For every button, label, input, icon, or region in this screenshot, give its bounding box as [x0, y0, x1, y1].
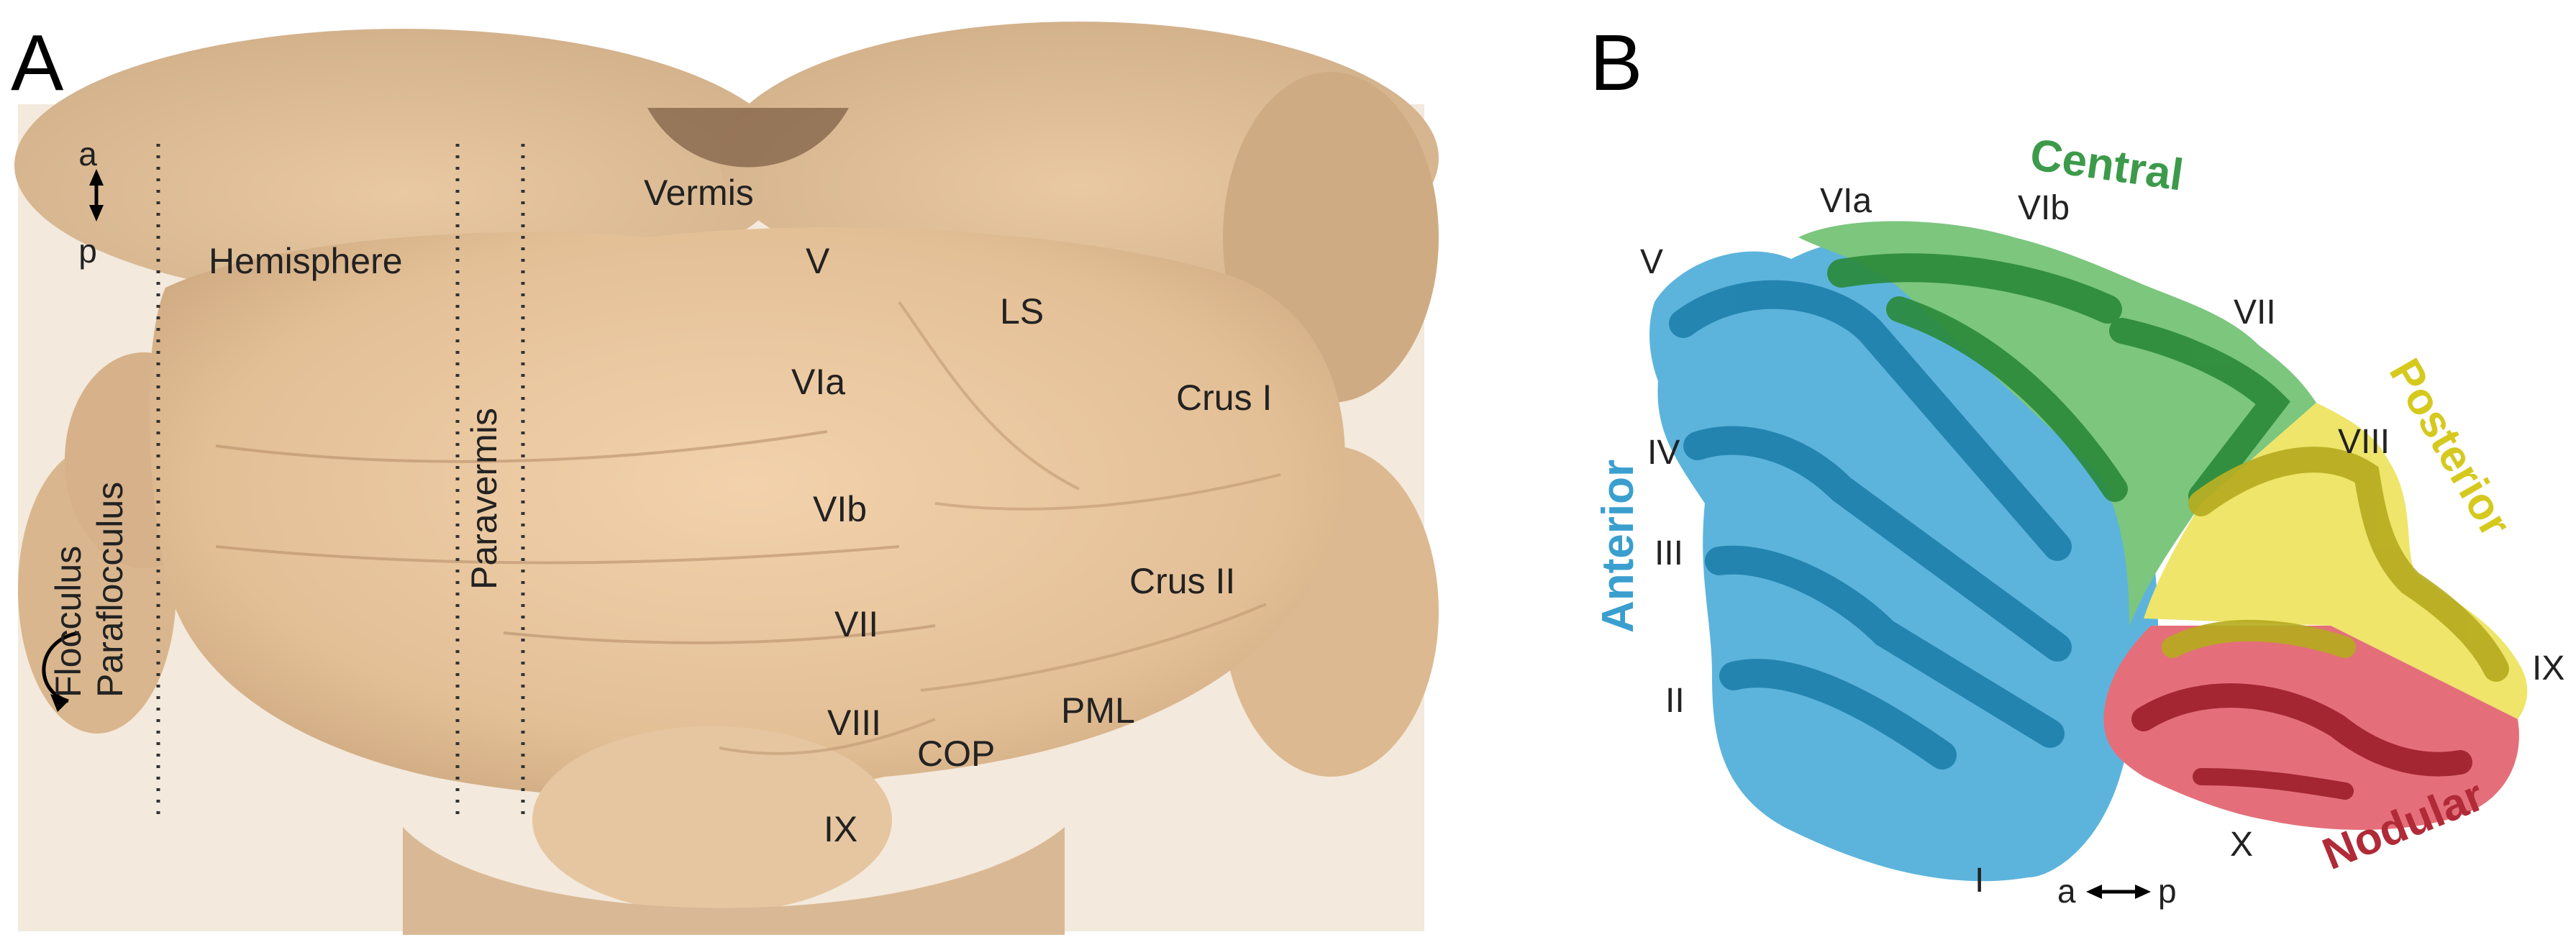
lobule-label-iv: IV [1647, 434, 1680, 472]
panel-a: A [11, 19, 1439, 935]
lobule-label-ii: II [1665, 682, 1685, 720]
panel-b-letter: B [1590, 19, 1642, 107]
region-name-anterior: Anterior [1593, 460, 1643, 633]
lobule-label-viii: VIII [2338, 423, 2390, 461]
label-lobule-vla: VIa [791, 362, 845, 402]
label-hemisphere: Hemisphere [209, 241, 403, 281]
axis-p-label: p [78, 232, 97, 270]
rotate-arrowhead-icon [50, 694, 68, 712]
lobule-label-ix: IX [2532, 649, 2564, 688]
rotate-arrow-icon [42, 631, 80, 703]
label-lobule-vii: VII [834, 604, 878, 644]
label-ls: LS [1000, 291, 1044, 332]
lobule-label-vlb: VIb [2018, 189, 2070, 227]
lobule-label-iii: III [1655, 534, 1683, 572]
arrow-right-icon [2135, 885, 2151, 899]
ap-axis-indicator-b: a p [2057, 872, 2177, 910]
arrow-up-icon [89, 169, 104, 186]
label-crus-i: Crus I [1176, 378, 1272, 418]
label-lobule-ix: IX [824, 809, 857, 849]
label-paravermis: Paravermis [464, 408, 504, 590]
axis-b-p-label: p [2158, 872, 2177, 910]
panel-a-letter: A [11, 19, 64, 107]
label-flocculus: Flocculus [48, 546, 88, 698]
arrow-left-icon [2086, 885, 2102, 899]
lobule-label-i: I [1975, 862, 1984, 900]
label-cop: COP [917, 734, 995, 774]
label-lobule-vlb: VIb [813, 489, 867, 529]
lobule-label-vii: VII [2234, 293, 2276, 332]
label-lobule-viii: VIII [827, 703, 881, 743]
label-vermis: Vermis [644, 173, 754, 213]
label-crus-ii: Crus II [1129, 561, 1235, 601]
cerebellum-photo [14, 22, 1439, 935]
arrow-down-icon [89, 205, 104, 221]
panel-b: B [1590, 19, 2564, 910]
axis-a-label: a [78, 135, 97, 173]
lobule-label-v: V [1640, 243, 1663, 281]
axis-b-a-label: a [2057, 872, 2076, 910]
label-paraflocculus: Paraflocculus [90, 482, 130, 698]
label-lobule-v: V [806, 241, 830, 281]
label-pml: PML [1061, 690, 1135, 731]
ap-axis-indicator: a p [78, 135, 104, 270]
lobule-label-x: X [2230, 826, 2253, 864]
lobule-label-vla: VIa [1820, 182, 1872, 220]
sagittal-section [1649, 221, 2528, 882]
